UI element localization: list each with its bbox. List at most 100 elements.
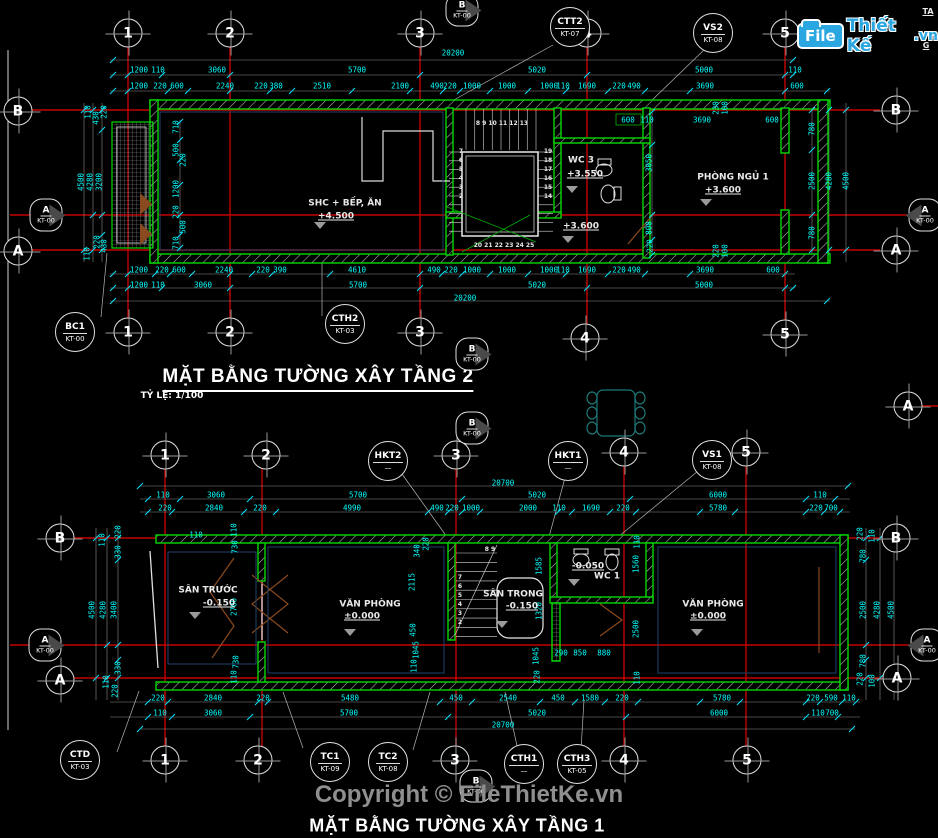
dim-text: 710 — [171, 236, 181, 250]
grid-bubble-1: 1 — [105, 10, 151, 56]
dim-text: 780 — [858, 549, 868, 563]
label-text: 6 — [458, 157, 464, 164]
label-text: 3 — [458, 184, 464, 191]
dim-text: 220 — [158, 503, 172, 513]
dim-text: 110 — [409, 659, 419, 673]
dim-text: 490 — [430, 503, 444, 513]
grid-bubble-A: A — [0, 228, 41, 274]
label-text: +3.550 — [566, 169, 604, 180]
section-sheet: KT-00 — [918, 646, 936, 655]
label-text: 7 — [457, 574, 463, 581]
dim-text: 220 — [616, 503, 630, 513]
dim-text: 3690 — [692, 115, 712, 125]
grid-bubble-4: 4 — [601, 429, 647, 475]
dim-text: 5020 — [527, 280, 547, 290]
dining-table — [586, 389, 646, 437]
dim-text: 4500 — [886, 600, 896, 620]
label-text: VĂN PHÒNG — [339, 599, 401, 610]
grid-bubble-3: 3 — [397, 309, 443, 355]
section-arrow-icon — [475, 417, 502, 439]
callout-label: CTT2 — [555, 16, 585, 29]
label-text: SHC + BẾP, ĂN — [308, 198, 382, 209]
callout-HKT2: HKT2— — [368, 441, 408, 481]
dim-text: 220 — [110, 684, 120, 698]
dim-text: 110 — [97, 533, 107, 547]
dim-text: 450 — [551, 693, 565, 703]
callout-label: VS2 — [701, 22, 725, 35]
grid-bubble-1: 1 — [105, 309, 151, 355]
section-sheet: KT-00 — [463, 429, 481, 438]
dim-text: 1560 — [631, 554, 641, 574]
dim-text: 3400 — [109, 600, 119, 620]
dim-text: 220 — [421, 537, 431, 551]
dim-text: 780 — [807, 122, 817, 136]
dim-text: 110 — [842, 693, 856, 703]
grid-bubble-3: 3 — [432, 737, 478, 783]
label-text: 4 — [458, 175, 464, 182]
plan2-room-outline — [159, 111, 656, 251]
dim-text: 4500 — [87, 600, 97, 620]
dim-text: 220 — [809, 503, 823, 513]
dim-text: 3060 — [207, 65, 227, 75]
logo-folder-icon: File — [797, 19, 844, 49]
callout-label: CTH3 — [561, 753, 593, 766]
grid-bubble-B: B — [0, 88, 41, 134]
dim-text: 20200 — [441, 48, 465, 58]
section-arrow-icon — [895, 204, 922, 226]
dim-text: 220 — [113, 525, 123, 539]
label-text: ±0.000 — [343, 611, 381, 622]
dim-text: 2240 — [215, 81, 235, 91]
dim-text: 2100 — [390, 81, 410, 91]
grid-bubble-5: 5 — [762, 10, 808, 56]
dim-text: 850 — [573, 648, 587, 658]
dim-text: 220 — [855, 527, 865, 541]
dim-text: 600 — [172, 265, 186, 275]
dim-text: 590 — [824, 693, 838, 703]
plan1-doors — [209, 557, 820, 659]
callout-sheet: — — [384, 463, 392, 472]
callout-label: VS1 — [700, 449, 724, 462]
dim-text: 220 — [178, 153, 188, 167]
dim-text: 780 — [807, 226, 817, 240]
label-text: WC 1 — [594, 571, 620, 582]
dim-text: 220 — [254, 81, 268, 91]
dim-text: 20200 — [453, 293, 477, 303]
dim-text: 4500 — [841, 171, 851, 191]
callout-label: TC1 — [318, 751, 342, 764]
section-label: A — [921, 635, 933, 647]
dim-text: 220 — [151, 693, 165, 703]
label-text: G — [922, 41, 930, 50]
grid-bubble-B: B — [873, 515, 919, 561]
plan2-kitchen-counter — [361, 117, 450, 182]
dim-text: 430 — [99, 239, 109, 253]
dim-text: 100 — [720, 244, 730, 258]
label-text: 18 — [543, 157, 553, 164]
label-text: +3.600 — [562, 221, 600, 232]
dim-text: 5020 — [527, 490, 547, 500]
dim-text: 20700 — [491, 478, 515, 488]
dim-text: 800 — [644, 221, 654, 235]
label-text: 14 — [543, 193, 553, 200]
label-text: TA — [922, 7, 934, 16]
grid-bubble-B: B — [873, 87, 919, 133]
label-text: WC 3 — [568, 155, 594, 166]
grid-bubble-4: 4 — [562, 315, 608, 361]
label-text: SÂN TRƯỚC — [178, 585, 238, 596]
dim-text: 5700 — [348, 490, 368, 500]
dim-text: 330 — [113, 661, 123, 675]
label-text: -0.150 — [505, 601, 539, 612]
site-logo[interactable]: File Thiết Kế .vn — [797, 16, 938, 56]
plan2-title: MẶT BẰNG TƯỜNG XÂY TẦNG 2 — [162, 366, 474, 392]
dim-text: 1000 — [497, 265, 517, 275]
dim-text: 3050 — [644, 153, 654, 173]
dim-text: 2500 — [858, 600, 868, 620]
dim-text: 110 — [189, 530, 203, 540]
section-label: A — [40, 205, 52, 217]
plan1-room-outlines — [167, 546, 837, 674]
dim-text: 710 — [171, 120, 181, 134]
dim-text: 1200 — [129, 280, 149, 290]
dim-text: 5020 — [527, 65, 547, 75]
